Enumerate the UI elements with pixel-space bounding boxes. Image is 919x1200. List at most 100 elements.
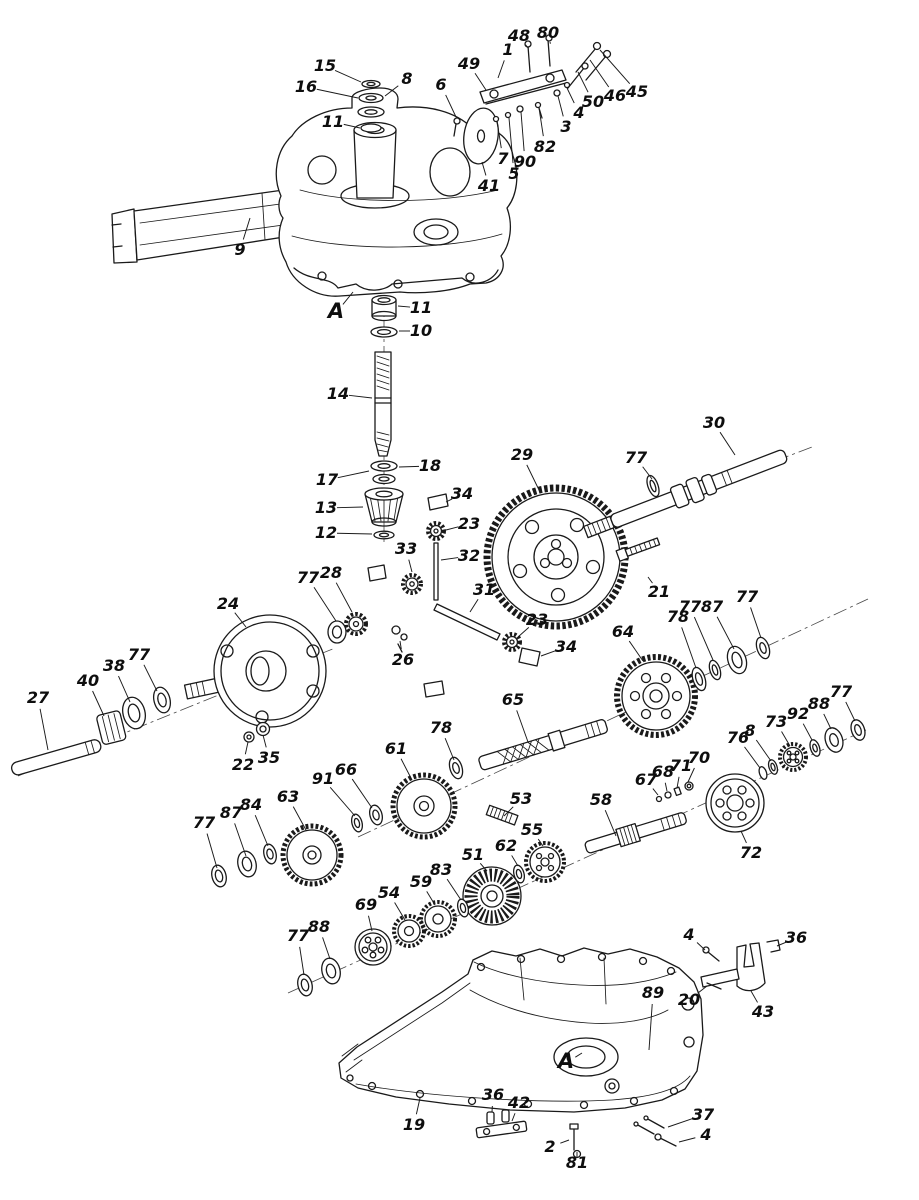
leader-line-19 <box>415 1097 421 1115</box>
leader-line-11 <box>343 123 361 129</box>
callout-55: 55 <box>521 820 543 839</box>
leader-line-20 <box>697 985 708 994</box>
callout-29: 29 <box>511 445 533 464</box>
washer-10 <box>370 326 398 338</box>
washer-16 <box>358 92 384 104</box>
peg-36b <box>501 1109 510 1123</box>
washer-84 <box>263 843 277 865</box>
callout-77: 77 <box>736 587 759 606</box>
hub-55 <box>524 841 566 883</box>
washer-78 <box>691 666 707 692</box>
callout-72: 72 <box>740 843 762 862</box>
callout-34: 34 <box>451 484 473 503</box>
callout-41: 41 <box>477 176 500 195</box>
callout-73: 73 <box>765 712 787 731</box>
callout-48: 48 <box>507 26 530 45</box>
callout-71: 71 <box>670 756 692 775</box>
callout-58: 58 <box>590 790 612 809</box>
leader-line-77 <box>750 607 762 639</box>
pinion-23 <box>426 521 446 541</box>
callout-76: 76 <box>727 728 749 747</box>
leader-line-77 <box>206 833 218 869</box>
leader-line-31 <box>469 599 479 613</box>
callout-4: 4 <box>699 1125 711 1144</box>
gear-64 <box>614 654 698 738</box>
splined-piece-53 <box>485 804 519 826</box>
callout-16: 16 <box>295 77 317 96</box>
callout-66: 66 <box>335 760 357 779</box>
leader-line-73 <box>781 731 791 747</box>
callout-20: 20 <box>678 990 700 1009</box>
leader-line-91 <box>329 787 356 817</box>
leader-line-88 <box>322 937 331 960</box>
callout-28: 28 <box>320 563 342 582</box>
callout-69: 69 <box>355 895 377 914</box>
bearing-87 <box>726 645 748 675</box>
leader-line-16 <box>316 88 359 99</box>
callout-15: 15 <box>314 56 336 75</box>
callout-35: 35 <box>258 748 280 767</box>
callout-81: 81 <box>566 1153 588 1172</box>
callout-77: 77 <box>625 448 648 467</box>
callout-42: 42 <box>507 1093 530 1112</box>
washer-92 <box>809 739 821 757</box>
leader-line-92 <box>802 723 813 741</box>
washer-77f <box>297 973 313 997</box>
peg-36 <box>486 1111 495 1125</box>
callout-64: 64 <box>612 622 634 641</box>
bolt-80 <box>545 34 553 42</box>
leader-line-87 <box>234 823 247 857</box>
washer-77d <box>755 636 771 660</box>
leader-line-32 <box>440 557 459 561</box>
gear-54 <box>392 914 426 948</box>
callout-77: 77 <box>679 597 702 616</box>
callout-22: 22 <box>232 755 254 774</box>
pinion-33 <box>401 573 423 595</box>
leader-line-28 <box>335 582 353 613</box>
callout-89: 89 <box>642 983 664 1002</box>
leader-line-71 <box>676 776 680 789</box>
leader-line-77 <box>693 616 714 661</box>
callout-23: 23 <box>458 514 480 533</box>
callout-19: 19 <box>403 1115 425 1134</box>
callout-77: 77 <box>297 568 320 587</box>
leader-line-38 <box>118 675 131 703</box>
leader-line-17 <box>337 470 370 479</box>
callout-50: 50 <box>582 92 604 111</box>
pinion-23b <box>502 632 522 652</box>
callout-33: 33 <box>395 539 417 558</box>
callout-43: 43 <box>751 1002 774 1021</box>
washer-77g <box>850 719 866 741</box>
callout-9: 9 <box>234 240 245 259</box>
callout-84: 84 <box>240 795 262 814</box>
leader-line-84 <box>254 814 269 847</box>
callout-49: 49 <box>457 54 480 73</box>
leader-line-65 <box>516 710 529 743</box>
bearing-38 <box>121 696 147 730</box>
callout-67: 67 <box>635 770 658 789</box>
callout-80: 80 <box>537 23 559 42</box>
callout-30: 30 <box>703 413 725 432</box>
callout-92: 92 <box>787 704 809 723</box>
washers-84-87-77 <box>211 843 277 888</box>
bracket-assembly <box>453 34 612 137</box>
callout-78: 78 <box>667 607 689 626</box>
leader-line-55 <box>537 838 544 847</box>
leader-line-48 <box>525 44 529 49</box>
leader-line-27 <box>39 708 49 751</box>
bearing-88 <box>321 957 341 985</box>
callout-34: 34 <box>555 637 577 656</box>
callout-3: 3 <box>560 117 571 136</box>
leader-line-15 <box>334 70 362 83</box>
leader-line-82 <box>538 107 544 137</box>
gear-28 <box>344 612 368 636</box>
washer-8 <box>357 106 385 118</box>
callout-53: 53 <box>510 789 532 808</box>
screw-4 <box>702 946 710 954</box>
shaft-27 <box>10 739 102 776</box>
leader-line-36 <box>776 941 787 947</box>
leader-line-29 <box>526 464 541 493</box>
block-lower <box>423 680 445 698</box>
bearing-88b <box>824 727 844 753</box>
